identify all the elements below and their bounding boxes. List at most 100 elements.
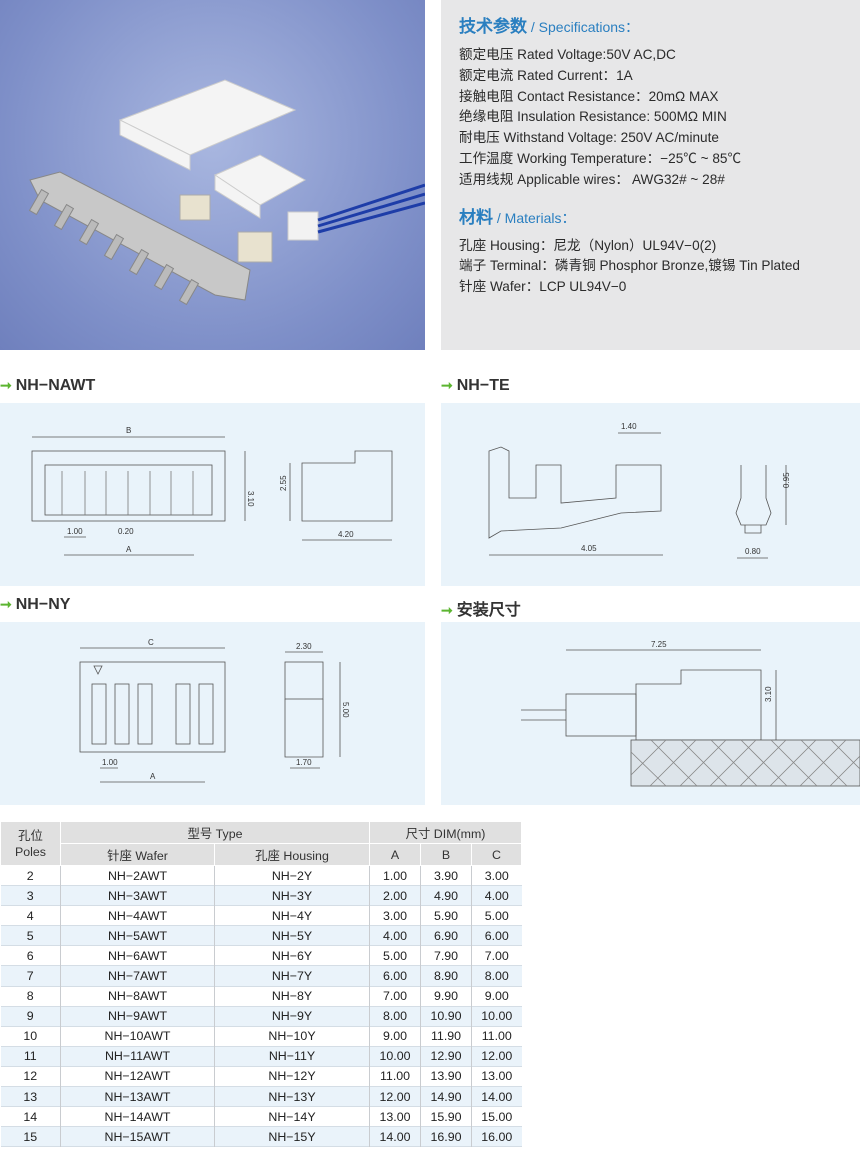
cell-dim-b: 12.90 <box>420 1046 472 1067</box>
cell-dim-c: 10.00 <box>471 1006 522 1027</box>
cell-dim-c: 4.00 <box>471 885 522 906</box>
spec-working-temperature: 工作温度 Working Temperature：−25℃ ~ 85℃ <box>459 150 742 166</box>
dim-height: 3.10 <box>246 491 255 507</box>
cell-housing: NH−10Y <box>214 1026 370 1047</box>
cell-dim-a: 6.00 <box>369 965 421 987</box>
terminal-drawing: 1.40 4.05 0.95 0.80 <box>488 422 791 559</box>
cell-poles: 10 <box>0 1026 61 1047</box>
cell-poles: 5 <box>0 925 61 946</box>
section-title-text: NH−TE <box>456 377 510 394</box>
cell-housing: NH−14Y <box>214 1106 370 1127</box>
cell-poles: 3 <box>0 885 61 906</box>
cell-wafer: NH−12AWT <box>60 1066 215 1087</box>
cell-poles: 4 <box>0 905 61 926</box>
dim-pitch: 1.00 <box>102 758 118 767</box>
housing-drawing: C 1.00 A 2.30 5.00 1.70 <box>79 638 350 783</box>
cell-dim-b: 6.90 <box>420 925 472 946</box>
cell-dim-b: 5.90 <box>420 905 472 926</box>
section-title-mount: ➞安装尺寸 <box>441 596 521 620</box>
cell-dim-c: 5.00 <box>484 908 509 923</box>
dim-side-height: 2.55 <box>279 475 288 491</box>
arrow-right-icon: ➞ <box>441 602 453 618</box>
arrow-right-icon: ➞ <box>0 377 12 393</box>
dim-mount-length: 7.25 <box>651 640 667 649</box>
arrow-right-icon: ➞ <box>0 596 12 612</box>
poles-cn: 孔位 <box>18 828 43 843</box>
spec-insulation-resistance: 绝缘电阻 Insulation Resistance: 500MΩ MIN <box>459 109 727 125</box>
dim-thickness: 0.20 <box>118 527 134 536</box>
header-type: 型号 Type <box>60 821 370 844</box>
dim-a: A <box>126 545 132 554</box>
cell-dim-c: 12.00 <box>471 1046 522 1067</box>
cell-dim-c: 7.00 <box>484 948 509 963</box>
cell-dim-b: 16.90 <box>420 1126 472 1147</box>
cell-housing: NH−3Y <box>214 885 370 906</box>
dim-terminal-width: 0.80 <box>745 547 761 556</box>
section-title-text: NH−NY <box>15 596 71 613</box>
product-photo <box>0 0 426 350</box>
cell-housing: NH−6Y <box>214 945 370 966</box>
cell-housing: NH−8Y <box>214 986 370 1007</box>
cell-dim-c: 14.00 <box>471 1086 522 1107</box>
cell-poles: 15 <box>0 1126 61 1147</box>
cell-dim-a: 13.00 <box>369 1106 421 1127</box>
material-wafer: 针座 Wafer：LCP UL94V−0 <box>459 279 627 295</box>
header-c: C <box>471 843 522 866</box>
spec-rated-current: 额定电流 Rated Current：1A <box>459 67 633 83</box>
cell-dim-b: 11.90 <box>420 1026 472 1047</box>
dim-side-width: 4.20 <box>338 530 354 539</box>
cell-wafer: NH−5AWT <box>60 925 215 946</box>
cell-housing: NH−9Y <box>214 1006 370 1027</box>
cell-poles: 7 <box>0 965 61 987</box>
cell-dim-a: 3.00 <box>369 905 421 926</box>
dim-housing-width: 2.30 <box>296 642 312 651</box>
section-title-ny: ➞NH−NY <box>0 596 70 614</box>
section-title-te: ➞NH−TE <box>441 377 510 395</box>
dim-c: C <box>148 638 154 647</box>
housing-large <box>118 79 297 171</box>
cell-dim-c: 16.00 <box>471 1126 522 1147</box>
specs-heading-cn: 技术参数 <box>459 17 527 36</box>
cell-poles: 14 <box>0 1106 61 1127</box>
cell-poles: 11 <box>0 1046 61 1067</box>
cell-poles: 9 <box>0 1006 61 1027</box>
cell-wafer: NH−2AWT <box>60 865 215 886</box>
terminal-strip <box>28 171 251 306</box>
dim-housing-height: 5.00 <box>341 702 350 718</box>
cell-wafer: NH−9AWT <box>60 1006 215 1027</box>
cell-housing: NH−7Y <box>214 965 370 987</box>
specifications-heading: 技术参数 / Specifications： <box>459 12 860 37</box>
spec-contact-resistance: 接触电阻 Contact Resistance：20mΩ MAX <box>459 88 719 104</box>
cell-poles: 2 <box>0 865 61 886</box>
cell-wafer: NH−3AWT <box>60 885 215 906</box>
cell-dim-a: 4.00 <box>369 925 421 946</box>
materials-heading-cn: 材料 <box>459 207 493 227</box>
specifications-panel: 技术参数 / Specifications： 额定电压 Rated Voltag… <box>441 0 860 350</box>
cell-poles: 8 <box>0 986 61 1007</box>
cell-wafer: NH−15AWT <box>60 1126 215 1147</box>
mounting-drawing: 7.25 3.10 <box>521 640 860 787</box>
cell-dim-c: 8.00 <box>471 965 522 987</box>
cell-housing: NH−12Y <box>214 1066 370 1087</box>
cell-poles: 13 <box>0 1086 61 1107</box>
wafer-small <box>179 194 273 263</box>
cell-dim-a: 8.00 <box>369 1006 421 1027</box>
drawing-panel-ny: C 1.00 A 2.30 5.00 1.70 <box>0 622 425 805</box>
cell-poles: 12 <box>0 1066 61 1087</box>
dim-crimp-width: 1.40 <box>621 422 637 431</box>
wafer-drawing: B 3.10 1.00 0.20 A 2.55 4.20 <box>31 426 393 556</box>
cell-dim-b: 8.90 <box>420 965 472 987</box>
cell-housing: NH−2Y <box>214 865 370 886</box>
dim-terminal-length: 4.05 <box>581 544 597 553</box>
cell-dim-c: 6.00 <box>471 925 522 946</box>
dim-mount-height: 3.10 <box>764 686 773 702</box>
cell-dim-a: 10.00 <box>369 1046 421 1067</box>
